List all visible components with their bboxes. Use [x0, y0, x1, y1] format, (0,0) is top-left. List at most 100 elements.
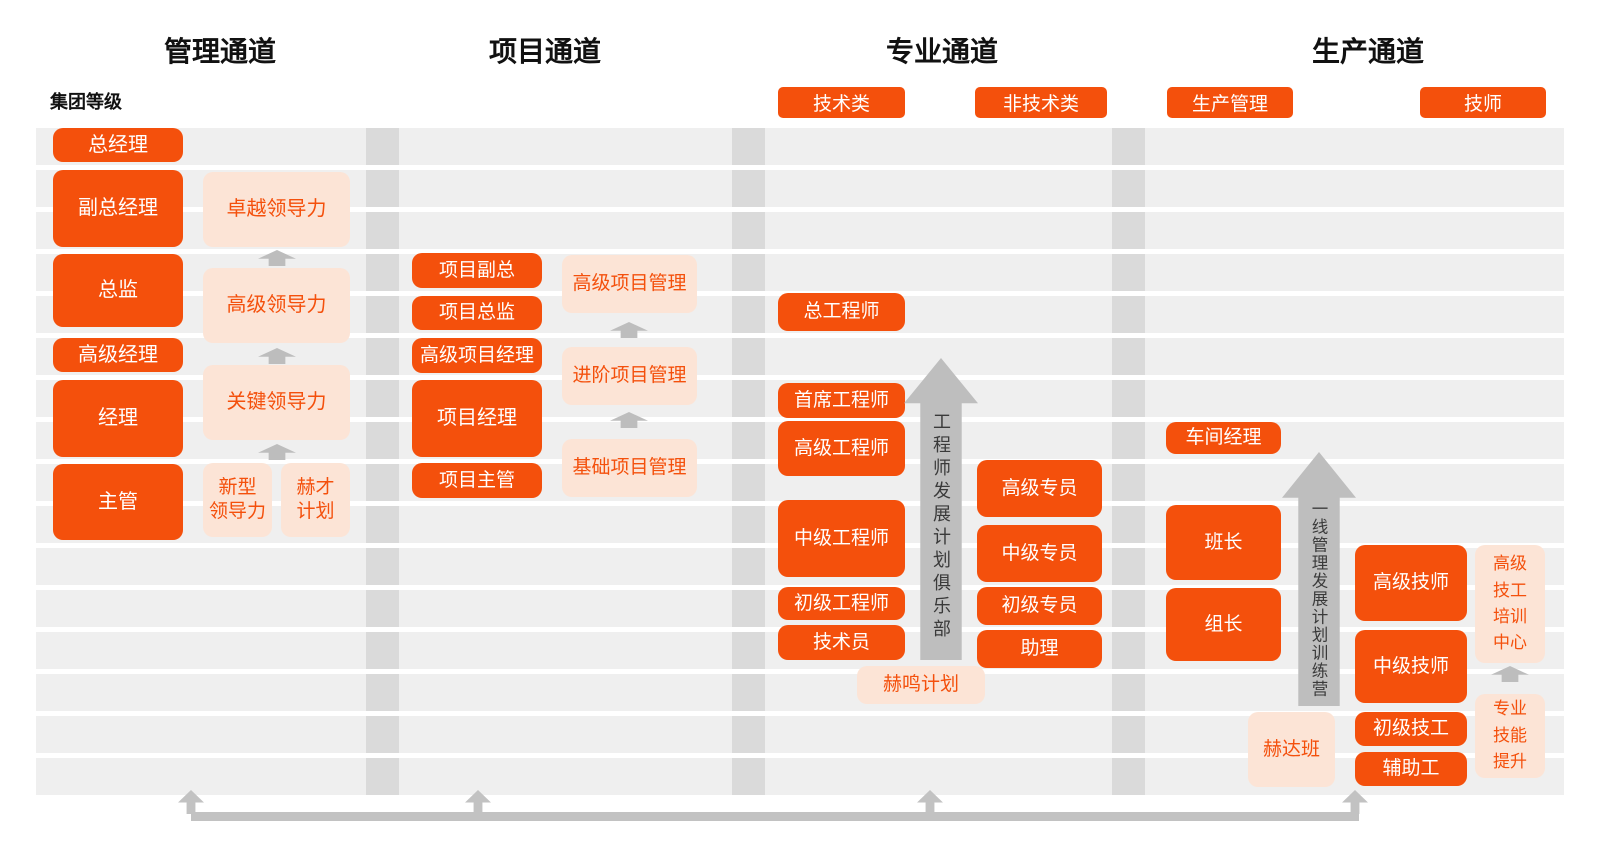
channel-separator [1112, 548, 1145, 585]
channel-separator [1112, 422, 1145, 459]
channel-separator [1112, 212, 1145, 249]
channel-separator [366, 212, 399, 249]
channel-separator [1112, 674, 1145, 711]
channel-separator [732, 254, 765, 291]
level-box-principal-engineer: 首席工程师 [778, 383, 905, 418]
program-box-key-leadership: 关键领导力 [203, 365, 350, 440]
channel-separator [1112, 380, 1145, 417]
channel-separator [366, 548, 399, 585]
channel-separator [732, 464, 765, 501]
channel-separator [366, 380, 399, 417]
channel-separator [732, 380, 765, 417]
channel-title-professional: 专业通道 [885, 36, 998, 67]
channel-separator [732, 128, 765, 165]
level-box-auxiliary-worker: 辅助工 [1355, 752, 1467, 786]
channel-separator [732, 590, 765, 627]
level-box-senior-manager: 高级经理 [53, 338, 183, 372]
channel-separator [1112, 170, 1145, 207]
level-box-general-manager: 总经理 [53, 128, 183, 162]
channel-separator [732, 338, 765, 375]
program-box-professional-skill-upgrade: 专业 技能 提升 [1475, 694, 1545, 778]
level-box-senior-specialist: 高级专员 [977, 460, 1102, 517]
channel-title-management: 管理通道 [163, 36, 276, 67]
channel-separator [366, 254, 399, 291]
channel-separator [732, 716, 765, 753]
channel-separator [366, 590, 399, 627]
channel-separator [366, 338, 399, 375]
level-box-senior-technician: 高级技师 [1355, 545, 1467, 621]
group-level-label: 集团等级 [50, 92, 122, 112]
channel-separator [366, 296, 399, 333]
channel-separator [366, 632, 399, 669]
channel-separator [732, 296, 765, 333]
level-box-project-director: 项目总监 [412, 296, 542, 330]
level-box-technician-staff: 技术员 [778, 625, 905, 660]
channel-separator [1112, 716, 1145, 753]
tag-non-technical: 非技术类 [975, 87, 1107, 118]
level-box-junior-worker: 初级技工 [1355, 712, 1467, 746]
channel-separator [732, 548, 765, 585]
bottom-connector-line [191, 812, 1359, 821]
level-box-project-vp: 项目副总 [412, 253, 542, 288]
level-box-senior-engineer: 高级工程师 [778, 421, 905, 476]
level-box-project-supervisor: 项目主管 [412, 463, 542, 498]
channel-separator [732, 674, 765, 711]
level-box-intermediate-specialist: 中级专员 [977, 525, 1102, 582]
level-box-workshop-manager: 车间经理 [1166, 422, 1281, 454]
channel-separator [366, 170, 399, 207]
program-box-heda-class: 赫达班 [1248, 712, 1335, 787]
channel-separator [732, 422, 765, 459]
program-box-senior-worker-training-center: 高级 技工 培训 中心 [1475, 545, 1545, 663]
channel-separator [1112, 590, 1145, 627]
channel-separator [732, 506, 765, 543]
engineer-club-arrow-label: 工程师发展计划俱乐部 [931, 412, 951, 642]
channel-separator [732, 170, 765, 207]
level-box-intermediate-engineer: 中级工程师 [778, 500, 905, 577]
level-box-director: 总监 [53, 254, 183, 327]
program-box-heming-plan: 赫鸣计划 [857, 666, 985, 704]
channel-separator [732, 212, 765, 249]
tag-technician: 技师 [1420, 87, 1546, 118]
channel-title-project: 项目通道 [488, 36, 601, 67]
level-stripe [36, 128, 1564, 165]
level-box-deputy-general-manager: 副总经理 [53, 170, 183, 247]
level-box-senior-project-manager: 高级项目经理 [412, 338, 542, 373]
frontline-camp-arrow-label: 一线管理发展计划训练营 [1309, 500, 1327, 698]
program-box-basic-project-mgmt: 基础项目管理 [562, 439, 697, 497]
tag-production-management: 生产管理 [1167, 87, 1293, 118]
channel-title-production: 生产通道 [1311, 36, 1424, 67]
level-box-supervisor: 主管 [53, 464, 183, 540]
channel-separator [1112, 296, 1145, 333]
level-box-team-leader: 组长 [1166, 588, 1281, 661]
channel-separator [366, 128, 399, 165]
program-box-hecai-plan: 赫才 计划 [281, 463, 350, 537]
program-box-excellent-leadership: 卓越领导力 [203, 172, 350, 247]
level-box-shift-leader: 班长 [1166, 505, 1281, 580]
program-box-new-leadership: 新型 领导力 [203, 463, 272, 537]
channel-separator [732, 758, 765, 795]
channel-separator [366, 506, 399, 543]
level-box-assistant: 助理 [977, 630, 1102, 668]
level-box-intermediate-technician: 中级技师 [1355, 630, 1467, 703]
channel-separator [366, 758, 399, 795]
level-box-junior-engineer: 初级工程师 [778, 587, 905, 620]
channel-separator [732, 632, 765, 669]
tag-technical: 技术类 [778, 87, 905, 118]
program-box-advanced-leadership: 高级领导力 [203, 268, 350, 343]
program-box-intermediate-project-mgmt: 进阶项目管理 [562, 347, 697, 405]
level-box-chief-engineer: 总工程师 [778, 293, 905, 331]
channel-separator [366, 464, 399, 501]
level-box-project-manager: 项目经理 [412, 380, 542, 457]
channel-separator [366, 716, 399, 753]
channel-separator [1112, 254, 1145, 291]
channel-separator [1112, 338, 1145, 375]
level-box-junior-specialist: 初级专员 [977, 587, 1102, 625]
channel-separator [366, 422, 399, 459]
channel-separator [1112, 758, 1145, 795]
channel-separator [366, 674, 399, 711]
channel-separator [1112, 464, 1145, 501]
channel-separator [1112, 506, 1145, 543]
program-box-advanced-project-mgmt: 高级项目管理 [562, 255, 697, 313]
level-box-manager: 经理 [53, 380, 183, 457]
